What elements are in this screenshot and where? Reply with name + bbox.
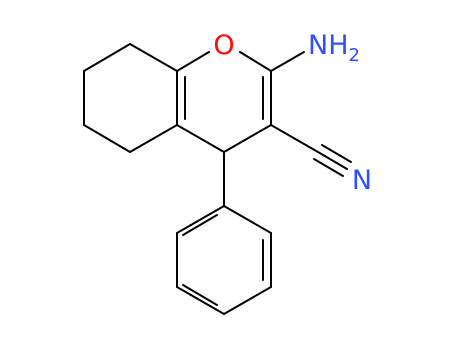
bond bbox=[270, 124, 319, 153]
phenyl-ring bbox=[176, 205, 272, 315]
bond bbox=[176, 205, 225, 234]
bond bbox=[176, 51, 210, 72]
bond bbox=[83, 43, 131, 72]
triple-bond bbox=[313, 158, 344, 177]
bond bbox=[129, 43, 178, 72]
aromatic-bond bbox=[182, 214, 218, 236]
bond bbox=[83, 124, 131, 153]
amino-bond bbox=[270, 51, 305, 72]
cyclohexane-ring bbox=[83, 43, 178, 153]
bond bbox=[176, 124, 225, 153]
amino-group-label: NH2 bbox=[308, 30, 360, 66]
bond bbox=[223, 124, 272, 153]
bond bbox=[129, 124, 178, 153]
amino-symbol: NH bbox=[308, 30, 349, 61]
bond bbox=[239, 51, 272, 72]
nitrile-nitrogen-label: N bbox=[352, 165, 372, 196]
triple-bond bbox=[317, 151, 348, 170]
bond bbox=[223, 205, 272, 234]
pyran-ring bbox=[176, 51, 272, 153]
nitrile-group bbox=[270, 124, 352, 177]
triple-bond bbox=[321, 144, 352, 163]
aromatic-bond bbox=[182, 284, 218, 306]
bond bbox=[223, 286, 272, 315]
oxygen-atom-label: O bbox=[213, 30, 234, 61]
bond bbox=[176, 286, 225, 315]
amino-subscript: 2 bbox=[349, 45, 360, 66]
